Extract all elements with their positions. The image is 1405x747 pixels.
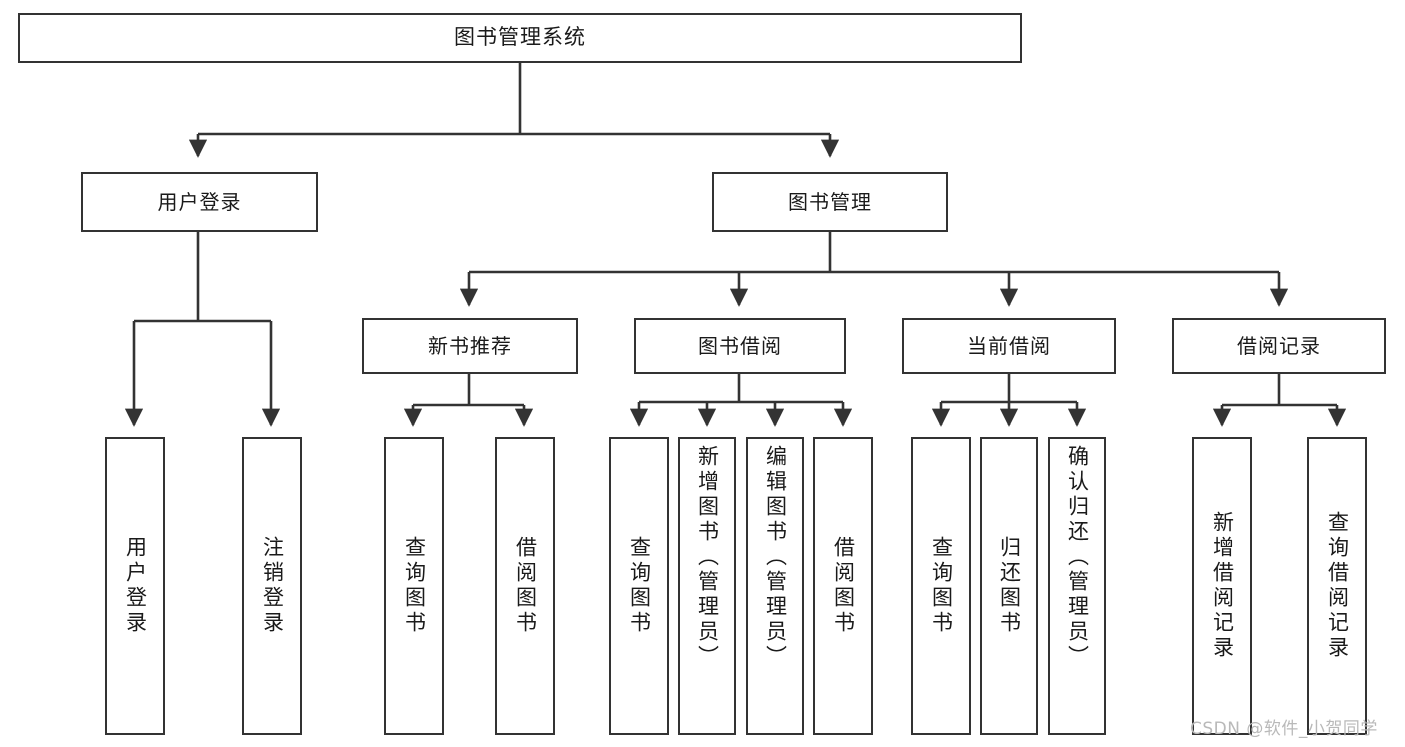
node-leaf-query-book-3[interactable]: 查询图书 xyxy=(911,437,971,735)
csdn-watermark: CSDN @软件_小贺同学 xyxy=(1190,719,1378,739)
node-leaf-query-book-1-label: 查询图书 xyxy=(402,536,427,636)
node-user-login-label: 用户登录 xyxy=(157,189,242,214)
node-leaf-edit-book-admin[interactable]: 编辑图书（管理员） xyxy=(746,437,804,735)
node-new-book-recommend[interactable]: 新书推荐 xyxy=(362,318,578,374)
node-leaf-return-book[interactable]: 归还图书 xyxy=(980,437,1038,735)
node-leaf-add-borrow-record[interactable]: 新增借阅记录 xyxy=(1192,437,1252,735)
node-book-borrow-label: 图书借阅 xyxy=(698,333,782,358)
node-user-login[interactable]: 用户登录 xyxy=(81,172,318,232)
node-root[interactable]: 图书管理系统 xyxy=(18,13,1022,63)
node-current-borrow-label: 当前借阅 xyxy=(967,333,1051,358)
node-leaf-add-book-admin[interactable]: 新增图书（管理员） xyxy=(678,437,736,735)
node-leaf-borrow-book-1[interactable]: 借阅图书 xyxy=(495,437,555,735)
node-book-management-label: 图书管理 xyxy=(788,189,872,214)
node-leaf-borrow-book-2-label: 借阅图书 xyxy=(831,536,856,636)
node-current-borrow[interactable]: 当前借阅 xyxy=(902,318,1116,374)
node-borrow-record-label: 借阅记录 xyxy=(1237,333,1321,358)
node-leaf-query-book-3-label: 查询图书 xyxy=(929,536,954,636)
node-leaf-logout-login[interactable]: 注销登录 xyxy=(242,437,302,735)
node-leaf-borrow-book-2[interactable]: 借阅图书 xyxy=(813,437,873,735)
node-leaf-logout-login-label: 注销登录 xyxy=(260,536,285,636)
node-leaf-add-book-admin-label: 新增图书（管理员） xyxy=(695,445,720,670)
node-leaf-edit-book-admin-label: 编辑图书（管理员） xyxy=(763,445,788,670)
node-root-label: 图书管理系统 xyxy=(454,25,586,50)
node-leaf-query-book-2[interactable]: 查询图书 xyxy=(609,437,669,735)
node-leaf-return-book-label: 归还图书 xyxy=(997,536,1022,636)
node-leaf-confirm-return-admin[interactable]: 确认归还（管理员） xyxy=(1048,437,1106,735)
node-leaf-query-borrow-record-label: 查询借阅记录 xyxy=(1325,511,1350,661)
node-book-management[interactable]: 图书管理 xyxy=(712,172,948,232)
node-leaf-borrow-book-1-label: 借阅图书 xyxy=(513,536,538,636)
node-leaf-confirm-return-admin-label: 确认归还（管理员） xyxy=(1065,445,1090,670)
node-leaf-query-borrow-record[interactable]: 查询借阅记录 xyxy=(1307,437,1367,735)
node-leaf-query-book-1[interactable]: 查询图书 xyxy=(384,437,444,735)
node-leaf-user-login[interactable]: 用户登录 xyxy=(105,437,165,735)
node-leaf-query-book-2-label: 查询图书 xyxy=(627,536,652,636)
node-new-book-recommend-label: 新书推荐 xyxy=(428,333,512,358)
node-book-borrow[interactable]: 图书借阅 xyxy=(634,318,846,374)
node-leaf-add-borrow-record-label: 新增借阅记录 xyxy=(1210,511,1235,661)
node-leaf-user-login-label: 用户登录 xyxy=(123,536,148,636)
node-borrow-record[interactable]: 借阅记录 xyxy=(1172,318,1386,374)
